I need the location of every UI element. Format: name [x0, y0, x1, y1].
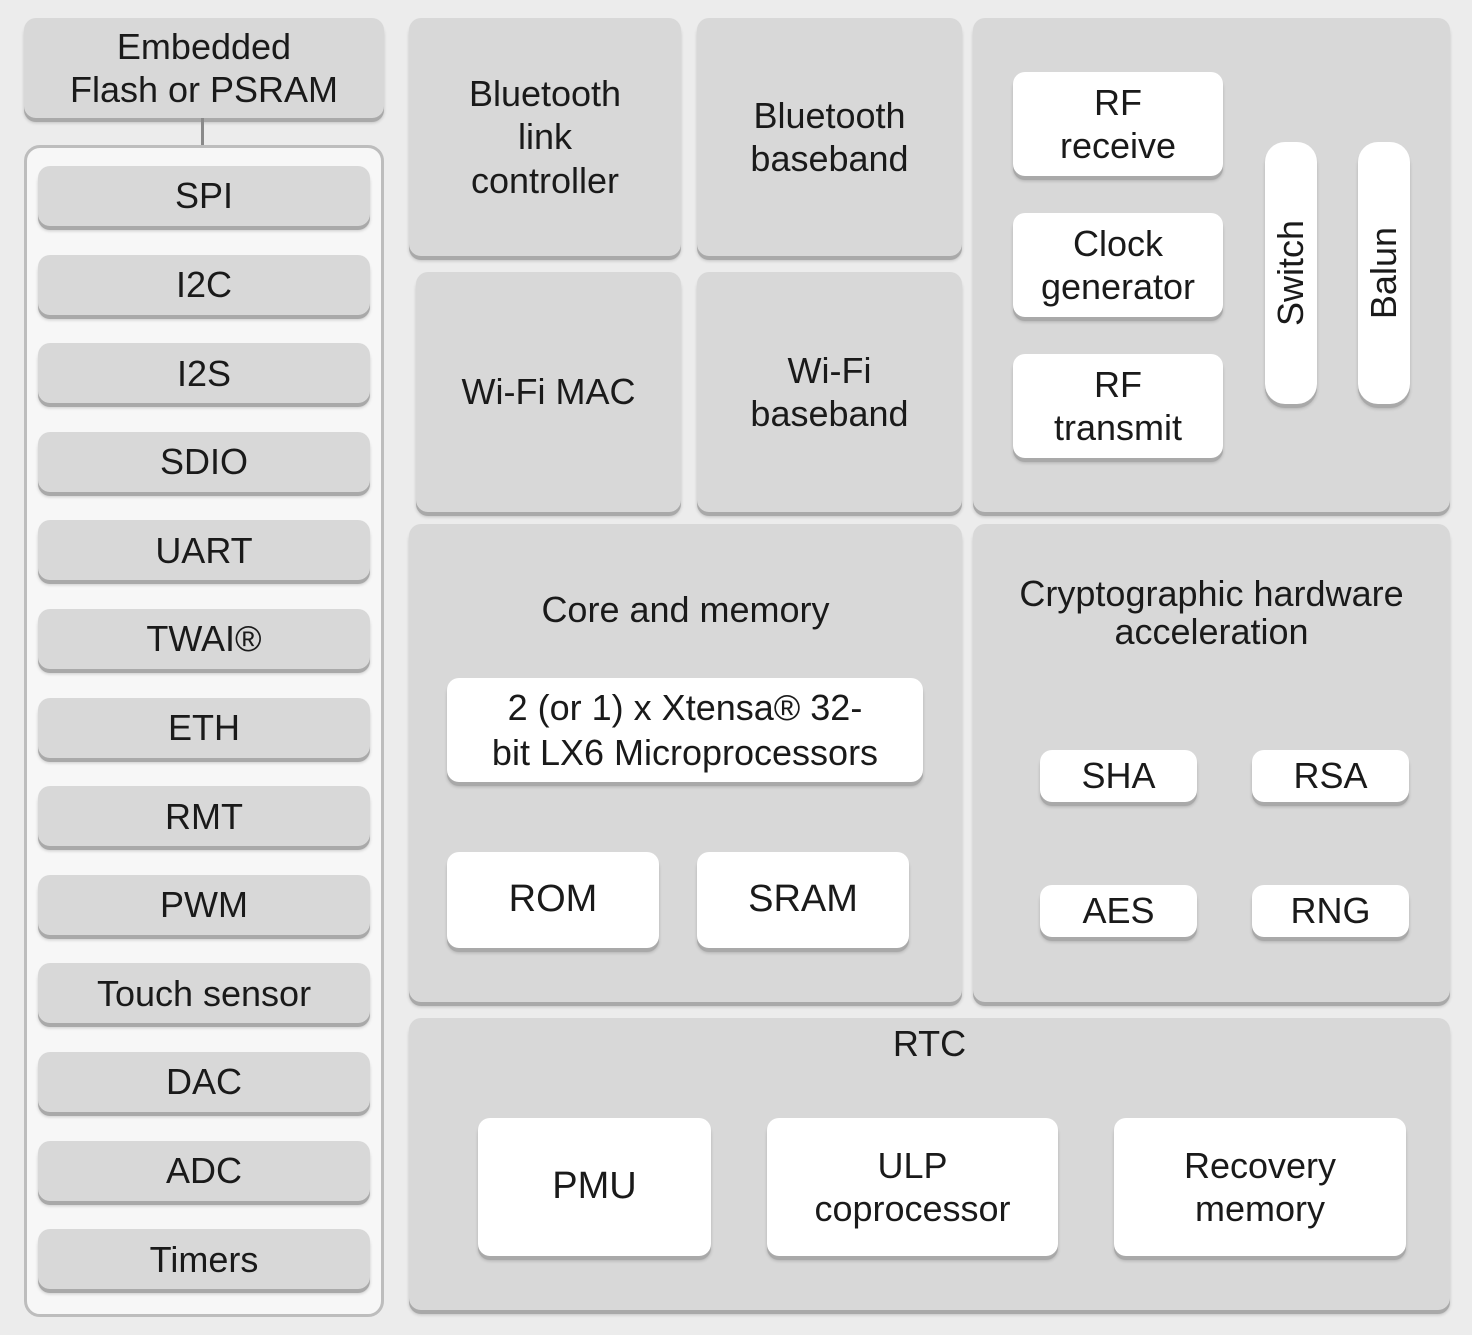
peripheral-spi: SPI — [38, 166, 370, 226]
clock-generator-block: Clock generator — [1013, 213, 1223, 317]
peripheral-i2c: I2C — [38, 254, 370, 315]
pmu-block: PMU — [478, 1118, 711, 1256]
sha-block: SHA — [1040, 750, 1197, 802]
processor-block: 2 (or 1) x Xtensa® 32- bit LX6 Microproc… — [447, 678, 923, 782]
rom-block: ROM — [447, 852, 659, 948]
peripheral-adc: ADC — [38, 1140, 370, 1201]
aes-block: AES — [1040, 885, 1197, 937]
rsa-block: RSA — [1252, 750, 1409, 802]
peripheral-sdio: SDIO — [38, 431, 370, 492]
peripheral-rmt: RMT — [38, 786, 370, 847]
rf-receive-block: RF receive — [1013, 72, 1223, 176]
external-memory-block: Embedded Flash or PSRAM — [24, 18, 384, 118]
wifi-mac-block: Wi-Fi MAC — [416, 272, 681, 512]
peripheral-dac: DAC — [38, 1052, 370, 1112]
rng-block: RNG — [1252, 885, 1409, 937]
switch-block: Switch — [1265, 142, 1317, 404]
rf-transmit-block: RF transmit — [1013, 354, 1223, 458]
spi-connector-line — [201, 118, 204, 168]
ulp-coprocessor-block: ULP coprocessor — [767, 1118, 1058, 1256]
recovery-memory-block: Recovery memory — [1114, 1118, 1406, 1256]
balun-label: Balun — [1363, 226, 1405, 320]
peripheral-twai: TWAI® — [38, 609, 370, 669]
peripheral-i2s: I2S — [38, 343, 370, 404]
bluetooth-link-controller-block: Bluetooth link controller — [409, 18, 681, 256]
peripheral-pwm: PWM — [38, 874, 370, 935]
peripheral-uart: UART — [38, 520, 370, 581]
sram-block: SRAM — [697, 852, 909, 948]
peripheral-eth: ETH — [38, 697, 370, 758]
rtc-title: RTC — [892, 1023, 967, 1065]
balun-block: Balun — [1358, 142, 1410, 404]
switch-label: Switch — [1270, 219, 1312, 327]
bluetooth-baseband-block: Bluetooth baseband — [697, 18, 962, 256]
core-memory-title: Core and memory — [541, 589, 830, 631]
crypto-title: Cryptographic hardware acceleration — [1019, 573, 1404, 652]
wifi-baseband-block: Wi-Fi baseband — [697, 272, 962, 512]
peripheral-timers: Timers — [38, 1229, 370, 1290]
peripheral-touch-sensor: Touch sensor — [38, 963, 370, 1024]
